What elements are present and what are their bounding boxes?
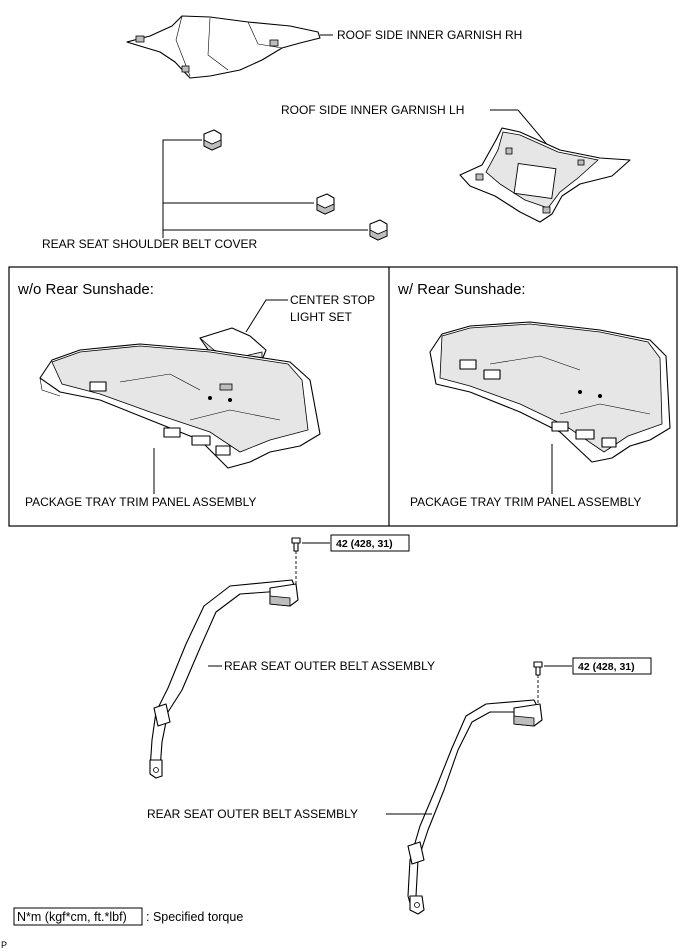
center-stop-light-set-label-line1: CENTER STOP [290, 293, 375, 307]
torque-legend: N*m (kgf*cm, ft.*lbf) : Specified torque [13, 907, 243, 926]
roof-side-inner-garnish-rh-illustration [126, 15, 321, 79]
shoulder-belt-cover-label: REAR SEAT SHOULDER BELT COVER [42, 237, 258, 251]
roof-side-inner-garnish-rh-label: ROOF SIDE INNER GARNISH RH [337, 28, 522, 42]
torque-value-upper: 42 (428, 31) [336, 538, 393, 550]
package-tray-variant-frame [8, 266, 678, 527]
torque-box-lower: 42 (428, 31) [572, 657, 652, 675]
package-tray-without-sunshade-illustration [39, 343, 321, 469]
panel-left-header: w/o Rear Sunshade: [17, 281, 154, 298]
torque-box-upper: 42 (428, 31) [330, 534, 410, 552]
package-tray-with-sunshade-illustration [429, 321, 671, 463]
roof-side-inner-garnish-lh-illustration [459, 127, 631, 223]
package-tray-right-label: PACKAGE TRAY TRIM PANEL ASSEMBLY [410, 495, 641, 509]
center-stop-light-set-label-line2: LIGHT SET [290, 310, 352, 324]
shoulder-belt-cover-clips [203, 129, 388, 241]
package-tray-left-label: PACKAGE TRAY TRIM PANEL ASSEMBLY [25, 495, 256, 509]
outer-belt-assembly-upper-illustration [149, 579, 299, 779]
panel-right-header: w/ Rear Sunshade: [397, 281, 526, 298]
outer-belt-assembly-lower-illustration [407, 699, 543, 915]
outer-belt-bolt-lower [533, 661, 543, 704]
outer-belt-lower-label: REAR SEAT OUTER BELT ASSEMBLY [147, 807, 358, 821]
torque-value-lower: 42 (428, 31) [578, 661, 635, 673]
roof-side-inner-garnish-lh-label: ROOF SIDE INNER GARNISH LH [281, 103, 464, 117]
corner-mark: P [1, 940, 7, 950]
outer-belt-bolt-upper [291, 537, 301, 584]
legend-description: : Specified torque [146, 910, 243, 924]
outer-belt-upper-label: REAR SEAT OUTER BELT ASSEMBLY [224, 659, 435, 673]
legend-unit: N*m (kgf*cm, ft.*lbf) [17, 910, 127, 924]
